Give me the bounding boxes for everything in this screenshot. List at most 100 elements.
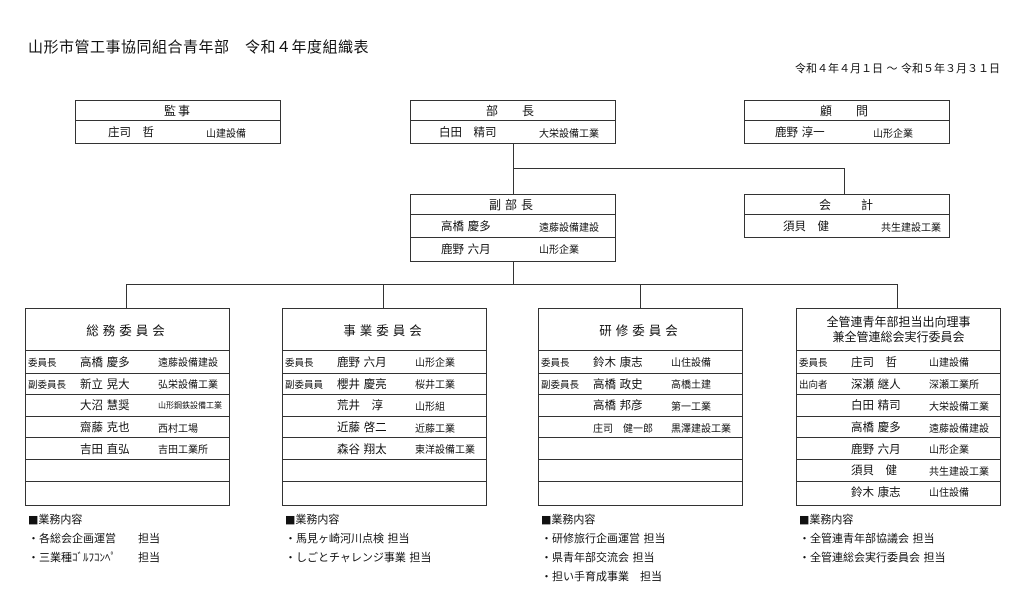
business-committee: 事業委員会 委員長 鹿野 六月 山形企業 副委員員 櫻井 慶亮 桜井工業 荒井 淳 山形組… bbox=[282, 308, 487, 506]
member-name: 深瀬 継人 bbox=[851, 376, 901, 391]
member-company: 山住設備 bbox=[929, 488, 969, 500]
treasurer-box: 会 計 須貝 健 共生建設工業 bbox=[744, 194, 950, 238]
member-name: 鈴木 康志 bbox=[851, 484, 901, 499]
connector-committees-bar bbox=[126, 284, 897, 285]
member-name: 庄司 哲 bbox=[851, 354, 897, 369]
advisor-title: 顧 問 bbox=[745, 101, 949, 121]
connector-chief-down bbox=[513, 144, 514, 194]
term-period: 令和４年４月１日 〜 令和５年３月３１日 bbox=[795, 62, 1000, 75]
member-company: 高橋土建 bbox=[671, 380, 711, 392]
member-name: 新立 晃大 bbox=[80, 376, 130, 391]
chief-company: 大栄設備工業 bbox=[539, 128, 599, 140]
connector-drop-2 bbox=[383, 284, 384, 308]
member-row bbox=[283, 480, 486, 503]
member-row: 委員長 鹿野 六月 山形企業 bbox=[283, 351, 486, 373]
connector-drop-1 bbox=[126, 284, 127, 308]
committee-rows: 委員長 高橋 慶多 遠藤設備建設 副委員長 新立 晃大 弘栄設備工業 大沼 慧奨山形鋼鉄… bbox=[26, 351, 229, 502]
connector-drop-4 bbox=[897, 284, 898, 308]
member-row: 大沼 慧奨山形鋼鉄設備工業 bbox=[26, 394, 229, 416]
member-row: 荒井 淳 山形組 bbox=[283, 394, 486, 416]
member-name: 櫻井 慶亮 bbox=[337, 376, 387, 391]
member-row bbox=[26, 458, 229, 481]
member-name: 白田 精司 bbox=[851, 398, 901, 413]
member-company: 山住設備 bbox=[671, 358, 711, 370]
member-row: 委員長鈴木 康志山住設備 bbox=[539, 351, 742, 373]
connector-drop-3 bbox=[640, 284, 641, 308]
member-role: 副委員長 bbox=[541, 379, 580, 391]
duty-item: ・全管連青年部協議会 担当 bbox=[799, 532, 935, 545]
committee-title-line-2: 兼全管連総会実行委員会 bbox=[832, 329, 965, 344]
committee-title-line-1: 全管連青年部担当出向理事 bbox=[826, 314, 971, 329]
member-company: 山形組 bbox=[415, 401, 445, 413]
member-role: 委員長 bbox=[28, 357, 57, 369]
member-name: 鹿野 六月 bbox=[851, 441, 901, 456]
member-row: 高橋 慶多遠藤設備建設 bbox=[797, 415, 1000, 438]
committee-title: 研修委員会 bbox=[539, 309, 742, 351]
member-role: 委員長 bbox=[799, 357, 828, 369]
member-role: 委員長 bbox=[541, 357, 570, 369]
member-row: 委員長 高橋 慶多 遠藤設備建設 bbox=[26, 351, 229, 373]
member-company: 遠藤設備建設 bbox=[158, 358, 218, 370]
auditor-title: 監事 bbox=[76, 101, 280, 121]
member-row bbox=[539, 480, 742, 503]
advisor-box: 顧 問 鹿野 淳一 山形企業 bbox=[744, 100, 950, 144]
member-row: 吉田 直弘吉田工業所 bbox=[26, 437, 229, 459]
member-row: 鈴木 康志 山住設備 bbox=[797, 480, 1000, 503]
vice-chief-box: 副部長 高橋 慶多 遠藤設備建設 鹿野 六月 山形企業 bbox=[410, 194, 616, 262]
member-company: 西村工場 bbox=[158, 423, 198, 435]
member-company: 第一工業 bbox=[671, 401, 711, 413]
member-row: 須貝 健共生建設工業 bbox=[797, 458, 1000, 481]
member-row bbox=[539, 437, 742, 459]
member-company: 桜井工業 bbox=[415, 380, 455, 392]
member-role: 副委員員 bbox=[285, 379, 324, 391]
training-committee: 研修委員会 委員長鈴木 康志山住設備 副委員長 高橋 政史 高橋土建 高橋 邦彦 第一… bbox=[538, 308, 743, 506]
member-row: 齋藤 克也西村工場 bbox=[26, 415, 229, 438]
member-company: 共生建設工業 bbox=[929, 466, 989, 478]
member-company: 近藤工業 bbox=[415, 423, 455, 435]
duty-item: ・しごとチャレンジ事業 担当 bbox=[285, 551, 432, 564]
member-company: 弘栄設備工業 bbox=[158, 380, 218, 392]
advisor-company: 山形企業 bbox=[873, 128, 913, 140]
general-affairs-duties: ■業務内容 ・各総会企画運営 担当 ・三業種ｺﾞﾙﾌｺﾝﾍﾟ 担当 bbox=[28, 510, 160, 567]
member-name: 高橋 慶多 bbox=[851, 420, 901, 435]
member-name: 高橋 慶多 bbox=[80, 354, 130, 369]
duty-item: ・三業種ｺﾞﾙﾌｺﾝﾍﾟ 担当 bbox=[28, 551, 160, 564]
advisor-name: 鹿野 淳一 bbox=[775, 125, 825, 139]
member-name: 鹿野 六月 bbox=[337, 354, 387, 369]
member-row bbox=[283, 458, 486, 481]
connector-treasurer bbox=[513, 168, 844, 169]
committee-title: 全管連青年部担当出向理事 兼全管連総会実行委員会 bbox=[797, 309, 1000, 351]
member-company: 山形企業 bbox=[415, 358, 455, 370]
chief-title: 部 長 bbox=[411, 101, 615, 121]
duty-item: ・担い手育成事業 担当 bbox=[541, 570, 662, 583]
member-row: 鹿野 六月山形企業 bbox=[797, 437, 1000, 459]
member-company: 山建設備 bbox=[929, 358, 969, 370]
member-company: 東洋設備工業 bbox=[415, 445, 475, 457]
committee-title: 事業委員会 bbox=[283, 309, 486, 351]
duties-header: ■業務内容 bbox=[28, 513, 83, 526]
member-row: 庄司 健一郎黒澤建設工業 bbox=[539, 415, 742, 438]
auditor-name: 庄司 哲 bbox=[108, 125, 154, 139]
member-role: 委員長 bbox=[285, 357, 314, 369]
treasurer-company: 共生建設工業 bbox=[881, 222, 941, 234]
member-row: 委員長 庄司 哲 山建設備 bbox=[797, 351, 1000, 373]
member-row bbox=[26, 480, 229, 503]
auditor-company: 山建設備 bbox=[206, 128, 246, 140]
vice-chief-name-1: 高橋 慶多 bbox=[441, 219, 491, 233]
duties-header: ■業務内容 bbox=[799, 513, 854, 526]
member-role: 副委員長 bbox=[28, 379, 67, 391]
vice-chief-name-2: 鹿野 六月 bbox=[441, 241, 491, 256]
committee-title: 総務委員会 bbox=[26, 309, 229, 351]
vice-chief-company-2: 山形企業 bbox=[539, 245, 579, 256]
member-name: 荒井 淳 bbox=[337, 398, 383, 413]
treasurer-name: 須貝 健 bbox=[783, 219, 829, 233]
member-name: 高橋 邦彦 bbox=[593, 398, 643, 413]
member-name: 高橋 政史 bbox=[593, 376, 643, 391]
member-name: 森谷 翔太 bbox=[337, 441, 387, 456]
member-name: 庄司 健一郎 bbox=[593, 423, 653, 435]
member-row: 近藤 啓二近藤工業 bbox=[283, 415, 486, 438]
connector-treasurer-drop bbox=[844, 168, 845, 194]
committee-rows: 委員長 鹿野 六月 山形企業 副委員員 櫻井 慶亮 桜井工業 荒井 淳 山形組 近藤 啓二… bbox=[283, 351, 486, 502]
chief-name: 白田 精司 bbox=[439, 125, 497, 139]
member-row: 森谷 翔太 東洋設備工業 bbox=[283, 437, 486, 459]
